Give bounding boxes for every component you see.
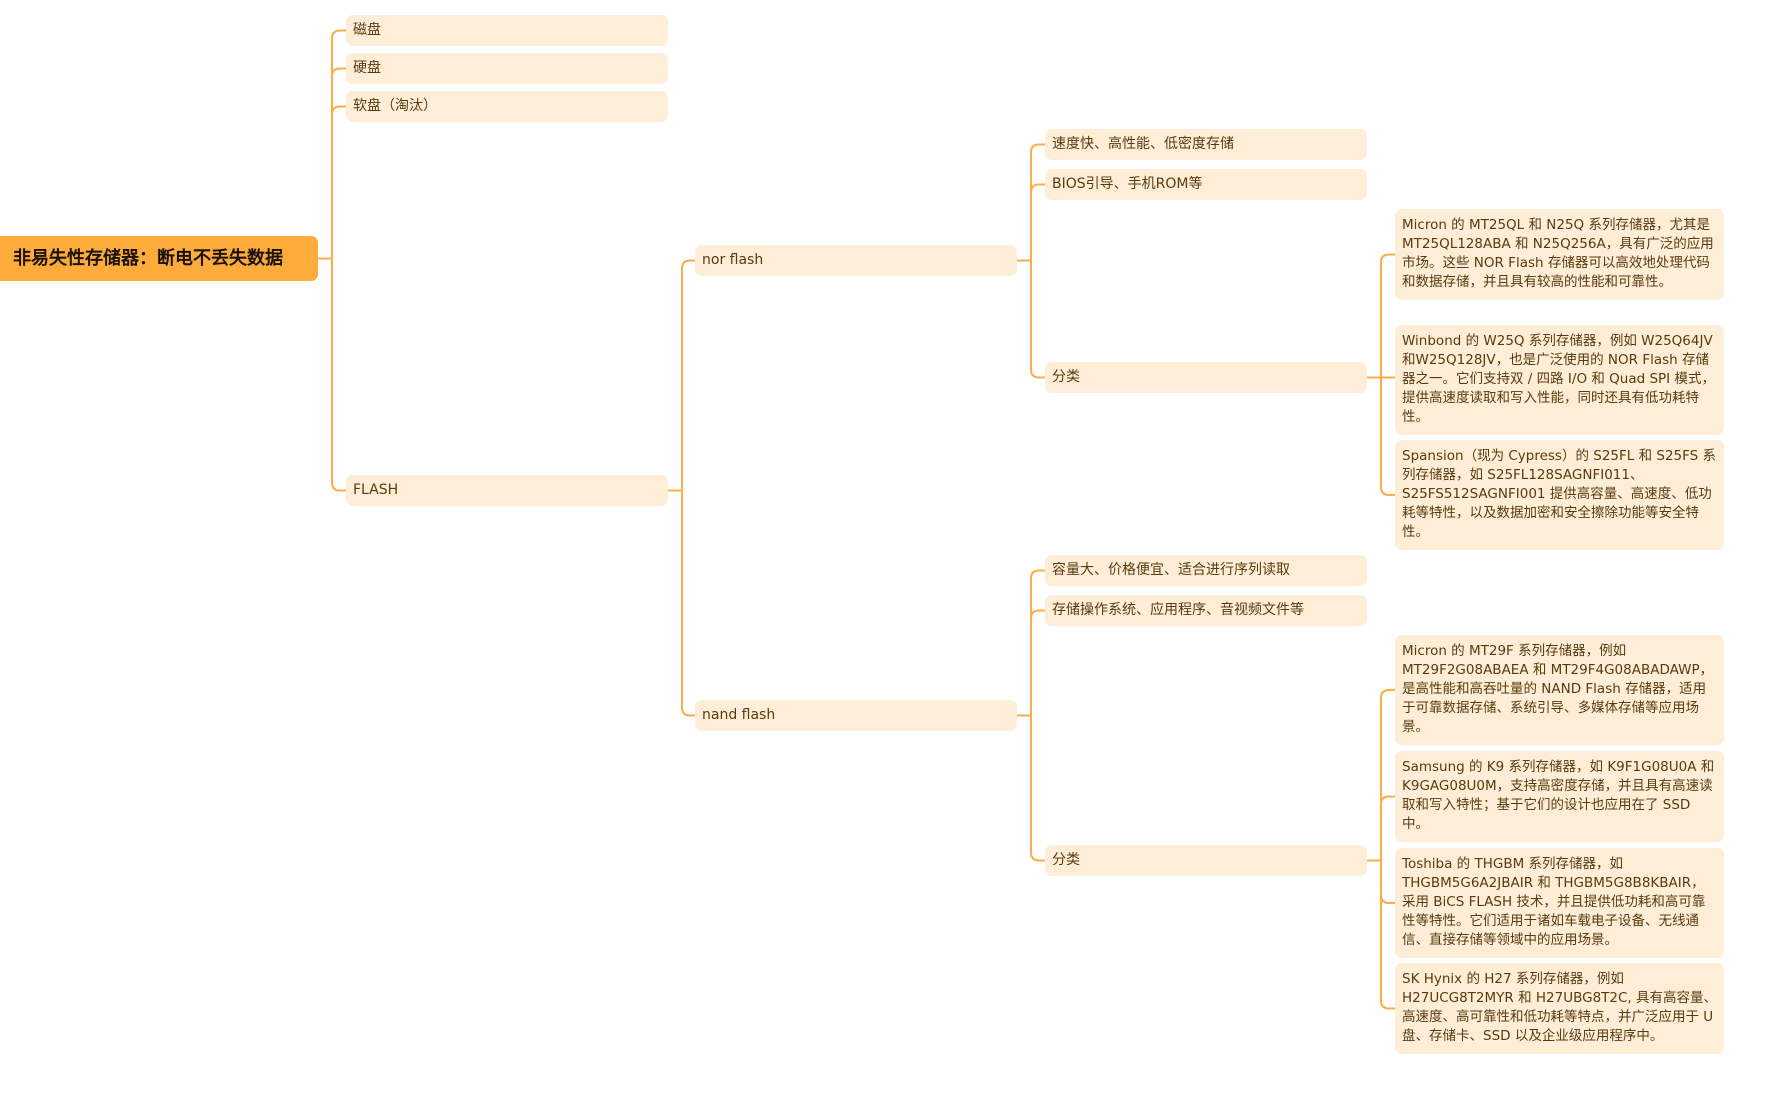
connector-line <box>318 29 346 260</box>
connector-line <box>1017 609 1045 717</box>
nand-vendor-toshiba[interactable]: Toshiba 的 THGBM 系列存储器，如 THGBM5G6A2JBAIR … <box>1395 848 1724 958</box>
connector-line <box>318 105 346 260</box>
nand-vendor-samsung[interactable]: Samsung 的 K9 系列存储器，如 K9F1G08U0A 和 K9GAG0… <box>1395 751 1724 842</box>
connector-line <box>1017 714 1045 862</box>
connector-line <box>1017 569 1045 717</box>
connector-line <box>1017 143 1045 262</box>
connector-line <box>668 259 695 492</box>
nor-feature[interactable]: 速度快、高性能、低密度存储 <box>1045 129 1367 160</box>
connector-line <box>1017 259 1045 379</box>
nor-vendor-micron[interactable]: Micron 的 MT25QL 和 N25Q 系列存储器，尤其是 MT25QL1… <box>1395 209 1724 300</box>
connector-line <box>318 67 346 260</box>
connector-line <box>1017 183 1045 262</box>
nor-vendor-spansion[interactable]: Spansion（现为 Cypress）的 S25FL 和 S25FS 系列存储… <box>1395 440 1724 550</box>
connector-line <box>1367 376 1395 496</box>
topic-floppy-disk[interactable]: 软盘（淘汰） <box>346 91 668 122</box>
nor-usage[interactable]: BIOS引导、手机ROM等 <box>1045 169 1367 200</box>
nor-category[interactable]: 分类 <box>1045 362 1367 393</box>
topic-magnetic-disk[interactable]: 磁盘 <box>346 15 668 46</box>
topic-nor-flash[interactable]: nor flash <box>695 245 1017 276</box>
topic-hard-disk[interactable]: 硬盘 <box>346 53 668 84</box>
nor-vendor-winbond[interactable]: Winbond 的 W25Q 系列存储器，例如 W25Q64JV和W25Q128… <box>1395 325 1724 435</box>
topic-nand-flash[interactable]: nand flash <box>695 700 1017 731</box>
connector-line <box>1367 859 1395 1010</box>
connector-line <box>1367 795 1395 862</box>
nand-usage[interactable]: 存储操作系统、应用程序、音视频文件等 <box>1045 595 1367 626</box>
connector-line <box>1367 253 1395 379</box>
connector-line <box>668 489 695 717</box>
connector-line <box>1367 689 1395 862</box>
root-topic[interactable]: 非易失性存储器：断电不丢失数据 <box>0 236 318 281</box>
nand-vendor-sk-hynix[interactable]: SK Hynix 的 H27 系列存储器，例如 H27UCG8T2MYR 和 H… <box>1395 963 1724 1054</box>
topic-flash[interactable]: FLASH <box>346 475 668 506</box>
nand-category[interactable]: 分类 <box>1045 845 1367 876</box>
nand-vendor-micron[interactable]: Micron 的 MT29F 系列存储器，例如 MT29F2G08ABAEA 和… <box>1395 635 1724 745</box>
nand-feature[interactable]: 容量大、价格便宜、适合进行序列读取 <box>1045 555 1367 586</box>
connector-line <box>318 257 346 492</box>
